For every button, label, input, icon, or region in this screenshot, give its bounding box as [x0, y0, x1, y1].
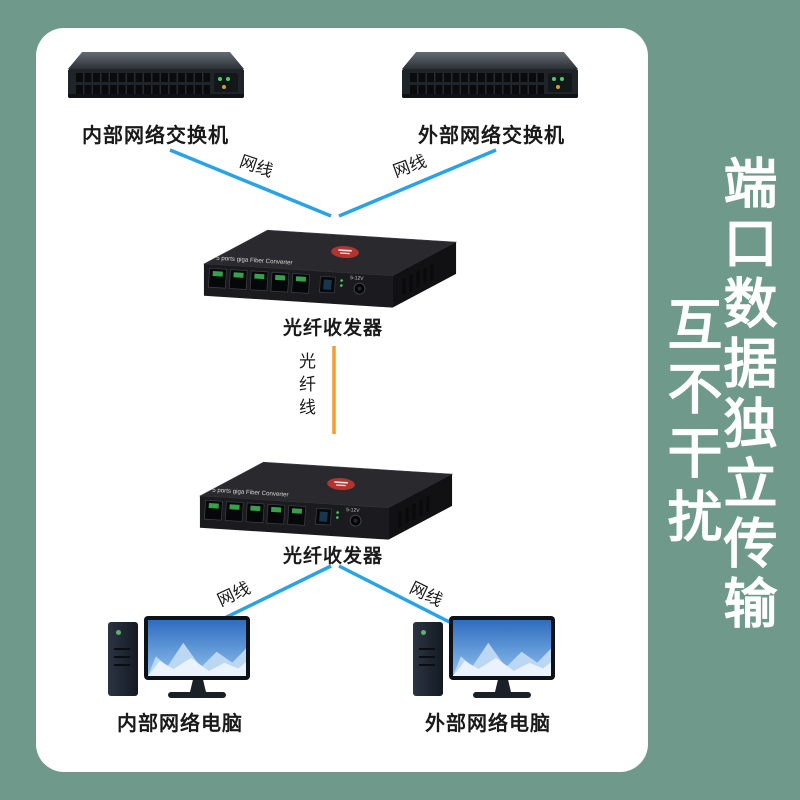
fiber-converter-top-device: 5-12V 5 ports giga Fiber Converter: [202, 229, 458, 308]
switch-port-row: [410, 84, 544, 94]
converter-vents: [402, 263, 434, 296]
pc-tower: [413, 622, 443, 696]
internal-switch-device: [68, 52, 244, 118]
brand-logo: [331, 246, 359, 259]
converter-vents: [398, 495, 430, 528]
converter-bottom-label: 光纤收发器: [282, 546, 383, 567]
pc-monitor-stand: [495, 680, 511, 692]
pc-monitor-stand: [190, 680, 206, 692]
pc-monitor-base: [168, 692, 226, 698]
pc-monitor: [144, 616, 250, 680]
converter-front-ports: 5-12V: [208, 267, 366, 295]
converter-model-print: 5 ports giga Fiber Converter: [212, 487, 289, 499]
switch-front-face: [402, 69, 578, 98]
external-pc-device: [413, 616, 559, 708]
internal-pc-device: [108, 616, 254, 708]
switch-led-panel: [214, 73, 238, 92]
pc-monitor-base: [473, 692, 531, 698]
switch-port-row: [76, 72, 210, 82]
switch-port-row: [76, 84, 210, 94]
pc-tower: [108, 622, 138, 696]
internal-switch-label: 内部网络交换机: [82, 125, 229, 147]
brand-logo: [327, 478, 355, 491]
external-switch-device: [402, 52, 578, 118]
switch-port-row: [410, 72, 544, 82]
converter-front-ports: 5-12V: [204, 499, 362, 527]
switch-top-face: [402, 52, 578, 69]
slogan-secondary: 互不干扰: [659, 296, 721, 552]
switch-front-face: [68, 69, 244, 98]
switch-led-panel: [548, 73, 572, 92]
converter-top-label: 光纤收发器: [282, 318, 383, 339]
external-switch-label: 外部网络交换机: [418, 125, 565, 147]
pc-screen-wallpaper: [453, 620, 551, 676]
pc-screen-wallpaper: [148, 620, 246, 676]
internal-pc-label: 内部网络电脑: [117, 713, 243, 735]
pc-monitor: [449, 616, 555, 680]
power-print: 5-12V: [346, 507, 360, 514]
fiber-cable-label: 光纤线: [296, 352, 315, 421]
slogan-primary: 端口数据独立传输: [715, 155, 775, 635]
external-pc-label: 外部网络电脑: [425, 713, 551, 735]
power-print: 5-12V: [350, 275, 364, 282]
fiber-converter-bottom-device: 5-12V 5 ports giga Fiber Converter: [198, 461, 454, 540]
converter-model-print: 5 ports giga Fiber Converter: [216, 255, 293, 267]
switch-top-face: [68, 52, 244, 69]
